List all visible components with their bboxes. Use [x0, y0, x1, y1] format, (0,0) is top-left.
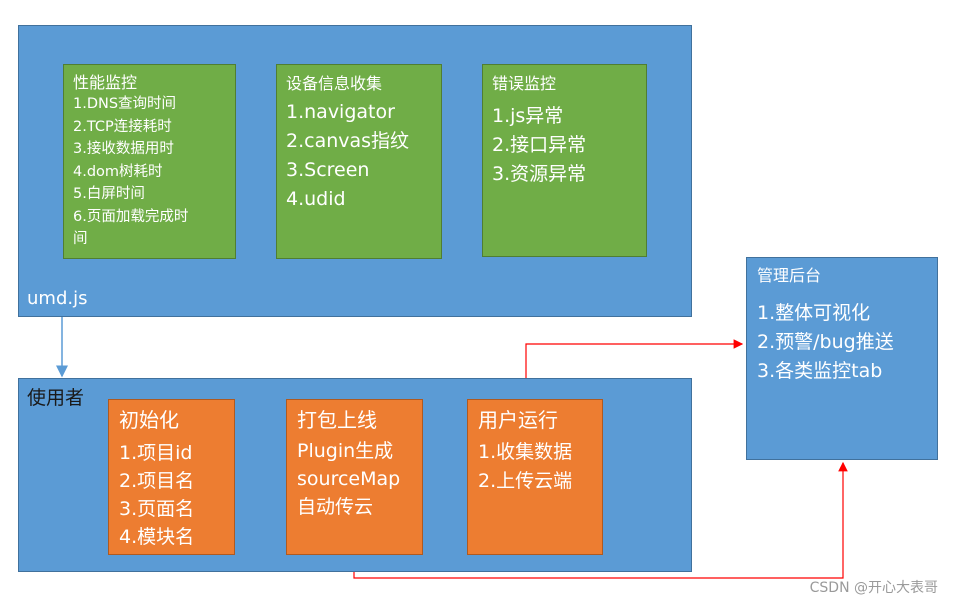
- run-title: 用户运行: [478, 408, 558, 432]
- list-item: 3.接收数据用时: [73, 141, 174, 157]
- list-item: 3.Screen: [286, 159, 370, 181]
- list-item: 1.navigator: [286, 101, 395, 123]
- run-step-box: 用户运行 1.收集数据 2.上传云端: [467, 399, 603, 555]
- list-item: 2.TCP连接耗时: [73, 118, 172, 135]
- performance-list: 1.DNS查询时间 2.TCP连接耗时 3.接收数据用时 4.dom树耗时 5.…: [73, 93, 188, 251]
- pack-list: Plugin生成 sourceMap 自动传云: [297, 437, 400, 521]
- error-monitor-box: 错误监控 1.js异常 2.接口异常 3.资源异常: [482, 64, 647, 257]
- list-item: 1.js异常: [492, 105, 564, 127]
- list-item: 1.DNS查询时间: [73, 96, 177, 112]
- run-list: 1.收集数据 2.上传云端: [478, 438, 572, 496]
- device-info-box: 设备信息收集 1.navigator 2.canvas指纹 3.Screen 4…: [276, 64, 442, 259]
- error-list: 1.js异常 2.接口异常 3.资源异常: [492, 102, 586, 189]
- admin-title: 管理后台: [757, 266, 822, 285]
- list-item: 2.项目名: [119, 470, 195, 492]
- list-item: 2.canvas指纹: [286, 130, 410, 152]
- device-title: 设备信息收集: [286, 74, 383, 93]
- user-label: 使用者: [27, 387, 85, 409]
- list-item: 1.收集数据: [478, 441, 573, 463]
- list-item: 3.各类监控tab: [757, 360, 883, 382]
- list-item: 4.udid: [286, 188, 346, 210]
- list-item: 3.页面名: [119, 498, 195, 520]
- list-item: 2.上传云端: [478, 470, 573, 492]
- list-item: 2.预警/bug推送: [757, 331, 894, 353]
- list-item: 间: [73, 231, 88, 247]
- list-item: 5.白屏时间: [73, 186, 145, 202]
- pack-step-box: 打包上线 Plugin生成 sourceMap 自动传云: [286, 399, 423, 555]
- performance-title: 性能监控: [73, 73, 138, 92]
- performance-monitor-box: 性能监控 1.DNS查询时间 2.TCP连接耗时 3.接收数据用时 4.dom树…: [63, 64, 236, 259]
- watermark: CSDN @开心大表哥: [809, 580, 938, 596]
- list-item: 6.页面加载完成时: [73, 208, 189, 225]
- umd-label: umd.js: [27, 288, 88, 309]
- list-item: 4.dom树耗时: [73, 163, 163, 180]
- init-step-box: 初始化 1.项目id 2.项目名 3.页面名 4.模块名: [108, 399, 235, 555]
- admin-box: 管理后台 1.整体可视化 2.预警/bug推送 3.各类监控tab: [746, 257, 938, 460]
- error-title: 错误监控: [492, 74, 557, 93]
- init-title: 初始化: [119, 408, 179, 432]
- list-item: 3.资源异常: [492, 163, 587, 185]
- list-item: Plugin生成: [297, 440, 394, 462]
- list-item: 4.模块名: [119, 526, 195, 548]
- list-item: 1.整体可视化: [757, 302, 871, 324]
- pack-title: 打包上线: [297, 408, 377, 432]
- device-list: 1.navigator 2.canvas指纹 3.Screen 4.udid: [286, 98, 409, 214]
- admin-list: 1.整体可视化 2.预警/bug推送 3.各类监控tab: [757, 299, 894, 386]
- list-item: 自动传云: [297, 496, 374, 518]
- list-item: 1.项目id: [119, 442, 193, 464]
- list-item: sourceMap: [297, 468, 401, 490]
- init-list: 1.项目id 2.项目名 3.页面名 4.模块名: [119, 439, 194, 551]
- list-item: 2.接口异常: [492, 134, 587, 156]
